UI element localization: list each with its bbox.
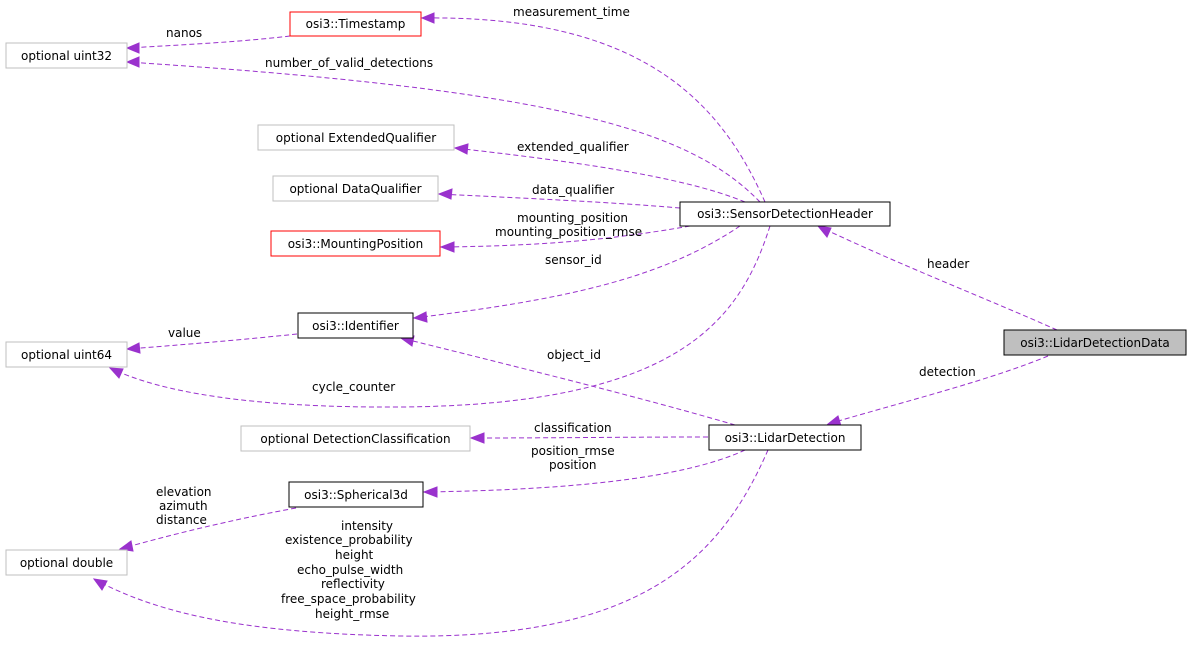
edge-nanos-arrowhead — [125, 42, 140, 54]
edges: measurement_time nanos number_of_valid_d… — [92, 5, 1058, 637]
edge-label-azimuth: azimuth — [159, 499, 208, 513]
node-optional-uint64-label: optional uint64 — [21, 348, 112, 362]
edge-cycle-counter-arrowhead — [108, 367, 124, 379]
edge-label-cycle-counter: cycle_counter — [312, 380, 395, 394]
edge-header-arrowhead — [816, 225, 832, 238]
edge-label-echo-pulse-width: echo_pulse_width — [297, 563, 403, 577]
edge-label-distance: distance — [156, 513, 207, 527]
edge-sensor-id — [413, 225, 741, 319]
node-timestamp[interactable]: osi3::Timestamp — [289, 11, 422, 37]
edge-double-fields-arrowhead — [92, 578, 108, 591]
node-optional-uint32[interactable]: optional uint32 — [5, 42, 128, 69]
edge-object-id — [400, 337, 736, 426]
edge-sensor-id-arrowhead — [412, 311, 428, 323]
edge-label-data-qualifier: data_qualifier — [532, 183, 614, 197]
edge-label-sensor-id: sensor_id — [545, 253, 602, 267]
node-timestamp-label: osi3::Timestamp — [306, 17, 406, 31]
node-lidar-detection-data[interactable]: osi3::LidarDetectionData — [1003, 329, 1187, 356]
edge-classification-arrowhead — [469, 432, 485, 444]
edge-nanos — [126, 35, 291, 49]
edge-classification — [470, 436, 709, 439]
edge-label-mounting-position-rmse: mounting_position_rmse — [495, 225, 642, 239]
node-spherical3d-label: osi3::Spherical3d — [304, 488, 408, 502]
edge-position-arrowhead — [422, 486, 438, 498]
edge-number-of-valid-detections-arrowhead — [125, 56, 140, 68]
node-spherical3d[interactable]: osi3::Spherical3d — [288, 481, 424, 508]
edge-label-elevation: elevation — [156, 485, 212, 499]
node-identifier[interactable]: osi3::Identifier — [297, 312, 414, 339]
edge-label-extended-qualifier: extended_qualifier — [517, 140, 629, 154]
edge-label-height: height — [335, 548, 374, 562]
edge-label-classification: classification — [534, 421, 612, 435]
edge-value — [126, 333, 298, 350]
edge-label-detection: detection — [919, 365, 976, 379]
node-sensor-detection-header[interactable]: osi3::SensorDetectionHeader — [679, 201, 891, 227]
node-lidar-detection[interactable]: osi3::LidarDetection — [708, 424, 862, 451]
node-lidar-detection-data-label: osi3::LidarDetectionData — [1020, 336, 1170, 350]
edge-label-intensity: intensity — [341, 519, 393, 533]
edge-extended-qualifier-arrowhead — [453, 143, 469, 155]
edge-label-mounting-position: mounting_position — [517, 211, 628, 225]
edge-number-of-valid-detections — [126, 61, 761, 203]
node-optional-extended-qualifier-label: optional ExtendedQualifier — [276, 131, 436, 145]
edge-value-arrowhead — [125, 342, 141, 354]
node-optional-extended-qualifier[interactable]: optional ExtendedQualifier — [257, 124, 455, 151]
edge-label-value: value — [168, 326, 201, 340]
edge-measurement-time-arrowhead — [420, 12, 435, 24]
node-optional-uint32-label: optional uint32 — [21, 49, 112, 63]
edge-data-qualifier-arrowhead — [437, 188, 453, 200]
edge-label-position-rmse: position_rmse — [531, 444, 615, 458]
edge-label-number-of-valid-detections: number_of_valid_detections — [265, 56, 433, 70]
node-lidar-detection-label: osi3::LidarDetection — [725, 431, 846, 445]
node-optional-double-label: optional double — [20, 556, 113, 570]
node-optional-uint64[interactable]: optional uint64 — [5, 341, 128, 368]
edge-label-nanos: nanos — [166, 26, 202, 40]
nodes: osi3::Timestamp optional uint32 optional… — [5, 11, 1187, 576]
node-mounting-position[interactable]: osi3::MountingPosition — [270, 230, 441, 257]
edge-label-free-space-probability: free_space_probability — [281, 592, 416, 606]
edge-label-reflectivity: reflectivity — [321, 577, 385, 591]
node-optional-detection-classification[interactable]: optional DetectionClassification — [240, 425, 471, 452]
edge-position — [423, 449, 746, 493]
edge-data-qualifier — [438, 193, 681, 209]
node-mounting-position-label: osi3::MountingPosition — [288, 237, 424, 251]
edge-header — [817, 225, 1058, 331]
edge-label-measurement-time: measurement_time — [513, 5, 630, 19]
edge-label-header: header — [927, 257, 969, 271]
node-optional-data-qualifier[interactable]: optional DataQualifier — [272, 175, 439, 202]
edge-double-fields — [93, 449, 769, 637]
edge-measurement-time — [421, 17, 766, 203]
edge-spherical-fields — [119, 507, 297, 550]
node-optional-data-qualifier-label: optional DataQualifier — [289, 182, 421, 196]
edge-mounting-position-arrowhead — [439, 241, 455, 253]
node-identifier-label: osi3::Identifier — [312, 319, 399, 333]
edge-cycle-counter — [109, 225, 771, 408]
edge-label-existence-probability: existence_probability — [285, 533, 413, 547]
edge-label-object-id: object_id — [547, 348, 601, 362]
edge-label-height-rmse: height_rmse — [315, 607, 389, 621]
node-optional-detection-classification-label: optional DetectionClassification — [260, 432, 450, 446]
node-optional-double[interactable]: optional double — [5, 549, 128, 576]
edge-label-position: position — [549, 458, 597, 472]
node-sensor-detection-header-label: osi3::SensorDetectionHeader — [697, 207, 873, 221]
edge-detection — [827, 355, 1049, 425]
